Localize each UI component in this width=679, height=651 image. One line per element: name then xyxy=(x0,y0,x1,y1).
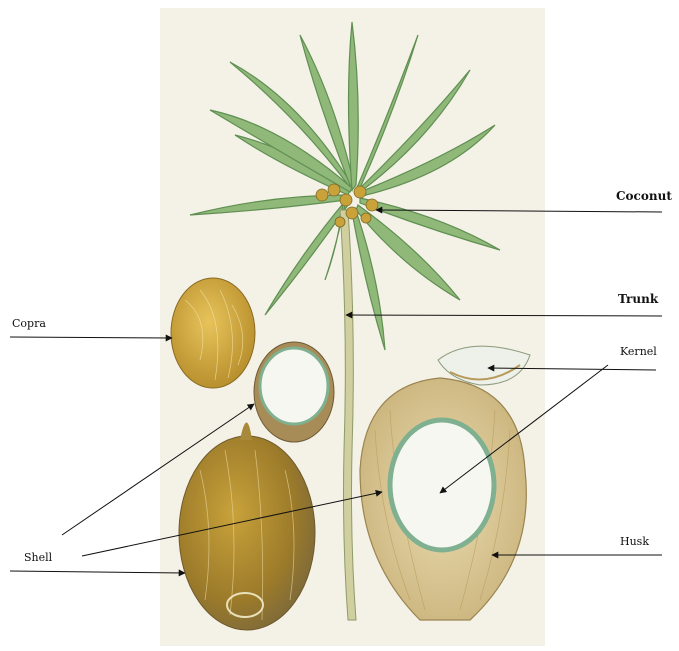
shell-inner xyxy=(260,348,328,424)
label-kernel: Kernel xyxy=(620,345,657,358)
label-shell: Shell xyxy=(24,551,52,564)
label-trunk: Trunk xyxy=(618,292,658,306)
label-coconut: Coconut xyxy=(616,189,672,203)
arrow-whole xyxy=(10,571,185,573)
arrow-copra xyxy=(10,337,172,338)
label-husk: Husk xyxy=(620,535,649,548)
label-copra: Copra xyxy=(12,317,46,330)
husk-kernel-cavity xyxy=(390,420,494,550)
whole-coconut xyxy=(179,436,315,630)
